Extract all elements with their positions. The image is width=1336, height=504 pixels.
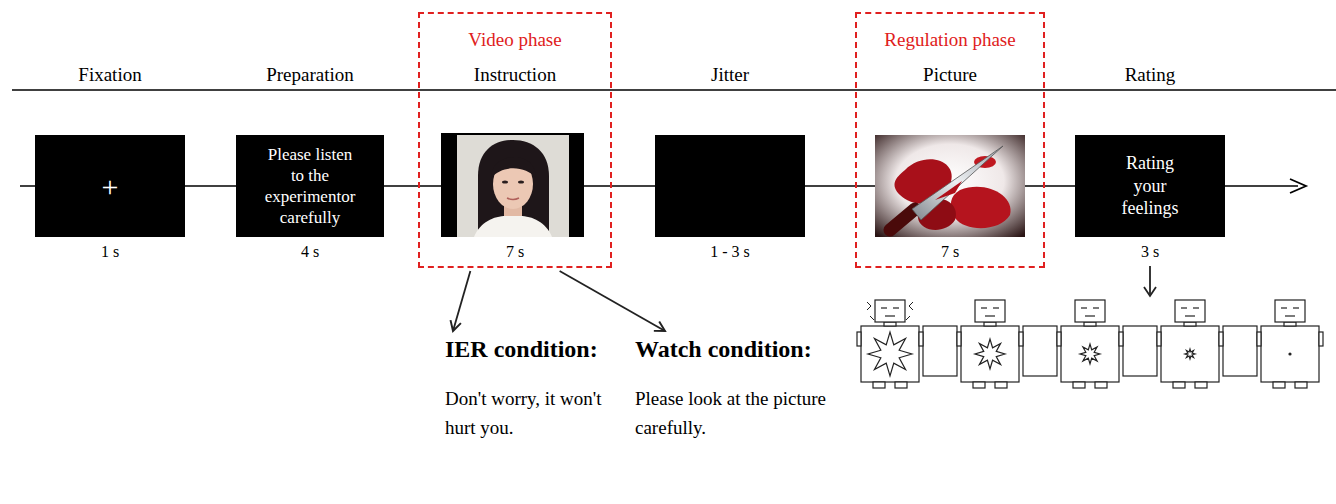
timeline-arrowhead: [1290, 179, 1306, 193]
phase-title: Video phase: [420, 29, 610, 51]
negative-picture: [875, 135, 1025, 237]
rating-screen: Rating your feelings: [1075, 135, 1225, 237]
instructor-photo: [441, 133, 584, 237]
connector-arrow: [453, 271, 470, 331]
header-rule: [12, 89, 1336, 91]
rating-arrow: [1149, 266, 1151, 294]
stage-name: Picture: [857, 64, 1043, 86]
screen-text: Rating your feelings: [1110, 152, 1190, 220]
duration: 7 s: [420, 241, 610, 263]
fixation-cross: +: [102, 170, 119, 203]
condition-instruction: Please look at the picture carefully.: [635, 384, 835, 443]
stage-name: Jitter: [711, 64, 749, 87]
duration: 1 s: [101, 242, 119, 261]
condition-instruction: Don't worry, it won't hurt you.: [445, 384, 621, 443]
phase-title: Regulation phase: [857, 29, 1043, 51]
duration: 1 - 3 s: [710, 242, 750, 261]
duration: 7 s: [857, 241, 1043, 263]
stage-name: Rating: [1125, 64, 1176, 87]
condition-text: Watch condition: Please look at the pictu…: [635, 335, 835, 443]
jitter-screen: [655, 135, 805, 237]
duration: 4 s: [301, 242, 319, 261]
duration: 3 s: [1141, 242, 1159, 261]
connector-arrow: [560, 271, 665, 331]
rating-arrowhead: [1144, 287, 1156, 296]
condition-title: IER condition:: [445, 335, 621, 364]
regulation-phase-box: Regulation phasePicture 7 s: [855, 12, 1045, 268]
stage-name: Fixation: [78, 64, 141, 87]
stage-name: Preparation: [266, 64, 354, 87]
preparation-screen: Please listen to the experimentor carefu…: [236, 135, 384, 237]
condition-title: Watch condition:: [635, 335, 835, 364]
sam-scale: [857, 300, 1323, 388]
screen-text: Please listen to the experimentor carefu…: [262, 144, 358, 229]
video-phase-box: Video phaseInstruction 7 s: [418, 12, 612, 268]
stage-name: Instruction: [420, 64, 610, 86]
fixation-screen: +: [35, 135, 185, 237]
condition-text: IER condition: Don't worry, it won't hurt…: [445, 335, 621, 443]
